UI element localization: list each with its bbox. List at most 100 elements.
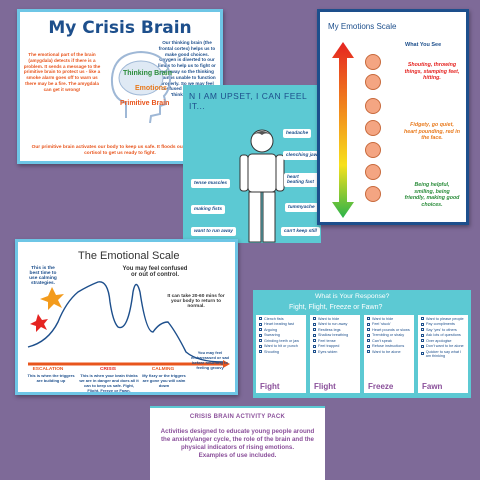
- desc-red: Shouting, throwing things, stamping feet…: [404, 62, 460, 81]
- checklist-item: Want to run away: [313, 322, 357, 326]
- checkbox-icon[interactable]: [313, 317, 316, 320]
- checklist-item: Want to hide: [367, 317, 411, 321]
- symptom-chip: can't keep still: [281, 227, 320, 236]
- checklist-item: Feel tense: [313, 339, 357, 343]
- fight-column: Clench fists Heart beating fast Arguing …: [256, 315, 306, 393]
- symptom-chip: tense muscles: [191, 179, 231, 188]
- checkbox-icon[interactable]: [421, 352, 424, 355]
- fawn-label: Fawn: [422, 382, 443, 391]
- crisis-label: CRISIS: [100, 367, 116, 372]
- checklist-item: Feel 'stuck': [367, 322, 411, 326]
- angry-face-icon: [365, 54, 381, 70]
- checklist-item: Quicker to say what I am thinking: [421, 350, 465, 358]
- checkbox-icon[interactable]: [367, 350, 370, 353]
- symptom-chip: want to run away: [191, 227, 236, 236]
- checklist-item: Ask lots of questions: [421, 333, 465, 337]
- worried-face-icon: [365, 120, 381, 136]
- calming-text: My fizzy or the triggers are gone you wi…: [142, 373, 186, 388]
- checkbox-icon[interactable]: [421, 333, 424, 337]
- response-subheading: Fight, Flight, Freeze or Fawn?: [289, 304, 383, 311]
- emotions-scale-card: My Emotions Scale What You See Shouting,…: [317, 9, 469, 225]
- checkbox-icon[interactable]: [367, 317, 370, 320]
- freeze-column: Want to hide Feel 'stuck' Heart pounds o…: [364, 315, 414, 393]
- checklist-item: Want to please people: [421, 317, 465, 321]
- checkbox-icon[interactable]: [421, 344, 424, 348]
- confused-note: You may feel confused or out of control.: [122, 266, 188, 278]
- symptom-chip: heart beating fast: [284, 173, 320, 187]
- calming-label: CALMING: [151, 367, 175, 372]
- emotional-scale-card: The Emotional Scale This is the best tim…: [15, 239, 238, 395]
- symptom-chip: headache: [283, 129, 312, 138]
- emotion-curve-icon: [27, 281, 230, 368]
- checkbox-icon[interactable]: [421, 328, 424, 331]
- primitive-brain-text: Our primitive brain activates our body t…: [31, 145, 209, 156]
- upset-body-card: N I AM UPSET, I CAN FEEL IT... headache …: [183, 85, 321, 243]
- checklist-item: Want to hide: [313, 317, 357, 321]
- symptom-chip: clenching jaw: [283, 151, 321, 160]
- checklist-item: Heart pounds or slows: [367, 328, 411, 332]
- checklist-item: Refuse instructions: [367, 344, 411, 348]
- checkbox-icon[interactable]: [367, 344, 370, 348]
- checkbox-icon[interactable]: [259, 344, 262, 348]
- neutral-face-icon: [365, 142, 381, 158]
- fawn-column: Want to please people Pay compliments Sa…: [418, 315, 468, 393]
- checklist-item: Shallow breathing: [313, 333, 357, 337]
- emotional-scale-title: The Emotional Scale: [78, 250, 180, 262]
- checklist-item: Want to be alone: [367, 350, 411, 354]
- checklist-item: Shouting: [259, 350, 303, 354]
- primitive-brain-label: Primitive Brain: [120, 100, 170, 107]
- checklist-item: Clench fists: [259, 317, 303, 321]
- checklist-item: Grinding teeth or jaw: [259, 339, 303, 343]
- upset-face-icon: [365, 98, 381, 114]
- checkbox-icon[interactable]: [367, 339, 370, 342]
- checkbox-icon[interactable]: [259, 322, 262, 326]
- checklist-item: Want to hit or punch: [259, 344, 303, 348]
- checklist-item: Don't want to be alone: [421, 344, 465, 348]
- emotions-scale-title: My Emotions Scale: [328, 22, 397, 31]
- checklist-item: Feel trapped: [313, 344, 357, 348]
- checklist-item: Say 'yes' to others: [421, 328, 465, 332]
- response-card: What is Your Response? Fight, Flight, Fr…: [253, 290, 471, 398]
- crisis-text: This is when your brain thinks we are in…: [79, 373, 139, 393]
- symptom-chip: making fists: [191, 205, 225, 214]
- checkbox-icon[interactable]: [259, 350, 262, 353]
- checkbox-icon[interactable]: [367, 322, 370, 326]
- thinking-brain-label: Thinking Brain: [123, 70, 172, 77]
- upset-heading: N I AM UPSET, I CAN FEEL IT...: [189, 91, 307, 111]
- checkbox-icon[interactable]: [313, 339, 316, 342]
- child-figure-icon: [239, 129, 285, 243]
- checkbox-icon[interactable]: [313, 344, 316, 348]
- caption-examples: Examples of use included.: [198, 452, 277, 459]
- checkbox-icon[interactable]: [367, 333, 370, 337]
- flight-label: Flight: [314, 382, 336, 391]
- checkbox-icon[interactable]: [259, 328, 262, 331]
- checkbox-icon[interactable]: [313, 350, 316, 353]
- checkbox-icon[interactable]: [421, 317, 424, 320]
- checkbox-icon[interactable]: [259, 317, 262, 320]
- flight-column: Want to hide Want to run away Restless l…: [310, 315, 360, 393]
- checkbox-icon[interactable]: [421, 322, 424, 326]
- escalation-label: ESCALATION: [32, 367, 64, 372]
- brain-head-icon: [110, 50, 172, 123]
- checkbox-icon[interactable]: [259, 339, 262, 342]
- checkbox-icon[interactable]: [313, 328, 316, 331]
- checkbox-icon[interactable]: [367, 328, 370, 331]
- checkbox-icon[interactable]: [259, 333, 262, 337]
- caption-description: Activities designed to educate young peo…: [160, 428, 315, 451]
- checklist-item: Pay compliments: [421, 322, 465, 326]
- checklist-item: Swearing: [259, 333, 303, 337]
- checklist-item: Can't speak: [367, 339, 411, 343]
- checkbox-icon[interactable]: [313, 333, 316, 337]
- emotions-label: Emotions: [135, 85, 167, 92]
- desc-green: Being helpful, smiling, being friendly, …: [404, 182, 460, 208]
- amygdala-text: The emotional part of the brain (amygdal…: [23, 52, 101, 92]
- return-normal-note: It can take 20-60 mins for your body to …: [167, 294, 225, 309]
- escalation-text: This is when the triggers are building u…: [27, 373, 75, 383]
- checkbox-icon[interactable]: [421, 339, 424, 342]
- angry-face-icon: [365, 74, 381, 90]
- caption-title: CRISIS BRAIN ACTIVITY PACK: [189, 414, 286, 420]
- checklist-item: Arguing: [259, 328, 303, 332]
- thermometer-arrow-icon: [332, 42, 354, 218]
- fight-label: Fight: [260, 382, 280, 391]
- checkbox-icon[interactable]: [313, 322, 316, 326]
